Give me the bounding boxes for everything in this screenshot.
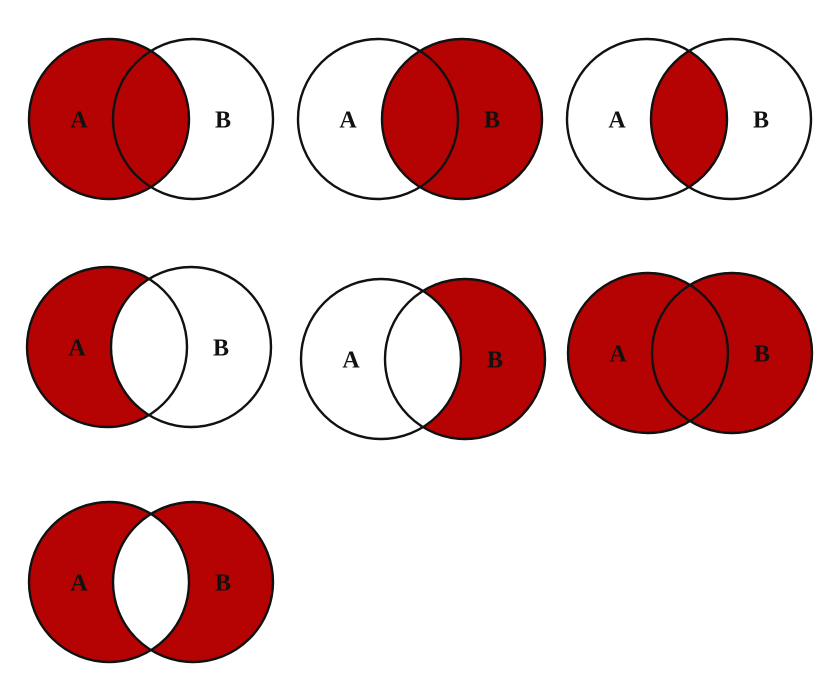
circle-a-outline: [296, 37, 460, 201]
region-intersection: [113, 39, 189, 199]
label-set-b: B: [484, 108, 500, 134]
label-set-a: A: [339, 108, 357, 134]
region-b-only: [385, 279, 545, 439]
region-b-only: [113, 502, 273, 662]
circle-b-outline: [383, 277, 547, 441]
circle-a-outline: [565, 37, 729, 201]
circle-b-outline: [111, 37, 275, 201]
label-set-a: A: [68, 336, 86, 362]
circle-b-outline: [650, 271, 814, 435]
label-set-b: B: [213, 336, 229, 362]
label-set-a: A: [342, 348, 360, 374]
circle-a-outline: [25, 265, 189, 429]
label-set-a: A: [608, 108, 626, 134]
circle-a-outline: [27, 500, 191, 664]
label-set-b: B: [753, 108, 769, 134]
label-set-b: B: [754, 342, 770, 368]
region-a-only: [27, 267, 187, 427]
label-set-a: A: [70, 108, 88, 134]
label-set-b: B: [215, 571, 231, 597]
circle-b-outline: [111, 500, 275, 664]
circle-b-outline: [649, 37, 813, 201]
label-set-b: B: [487, 348, 503, 374]
label-set-b: B: [215, 108, 231, 134]
circle-b-outline: [380, 37, 544, 201]
region-intersection: [382, 39, 458, 199]
label-set-a: A: [70, 571, 88, 597]
region-intersection: [652, 273, 728, 433]
region-intersection: [651, 39, 727, 199]
circle-b-outline: [109, 265, 273, 429]
circle-a-outline: [566, 271, 730, 435]
circle-a-outline: [299, 277, 463, 441]
label-set-a: A: [609, 342, 627, 368]
circle-a-outline: [27, 37, 191, 201]
